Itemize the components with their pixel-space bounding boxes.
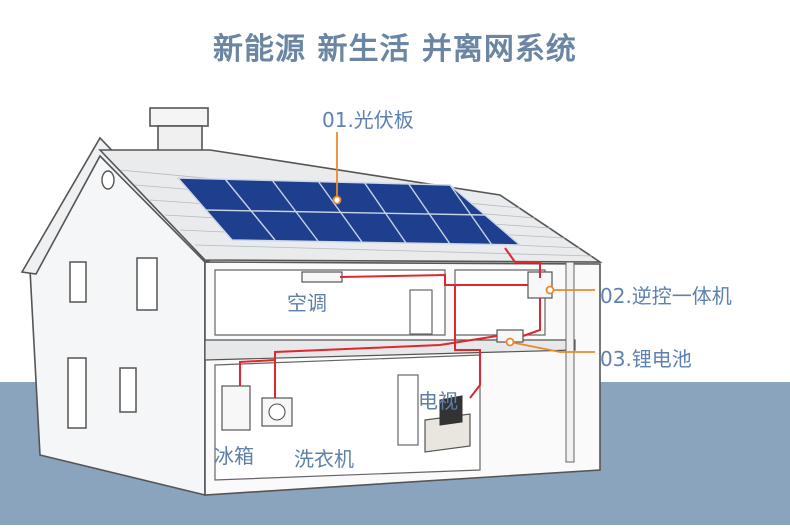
- left-window-2: [136, 257, 158, 311]
- floor-slab: [204, 339, 576, 361]
- upper-door: [409, 289, 433, 335]
- washer-door: [268, 403, 286, 421]
- wiring: [239, 247, 541, 399]
- callout-lines: [332, 132, 595, 353]
- lithium-battery-label: 03.锂电池: [600, 347, 692, 371]
- page-title: 新能源 新生活 并离网系统: [213, 32, 577, 67]
- left-window-3: [119, 367, 137, 413]
- downpipe: [565, 261, 575, 463]
- washing-machine-label: 洗衣机: [294, 447, 354, 471]
- left-window-1: [69, 261, 87, 303]
- solar-panel-array: [176, 177, 523, 246]
- television-unit: [439, 395, 463, 426]
- air-conditioner-label: 空调: [287, 291, 327, 315]
- upper-room: [214, 269, 446, 336]
- solar-panel-label: 01.光伏板: [322, 108, 414, 132]
- inverter-controller-label: 02.逆控一体机: [600, 284, 732, 308]
- refrigerator-label: 冰箱: [214, 444, 254, 468]
- gable-round-window: [101, 170, 115, 190]
- lower-door: [397, 374, 419, 446]
- television-label: 电视: [418, 389, 458, 413]
- air-conditioner-unit: [301, 271, 343, 283]
- left-door: [67, 357, 87, 429]
- refrigerator-unit: [221, 385, 251, 431]
- solar-panel-grid: [204, 178, 493, 246]
- chimney-cap: [149, 107, 209, 127]
